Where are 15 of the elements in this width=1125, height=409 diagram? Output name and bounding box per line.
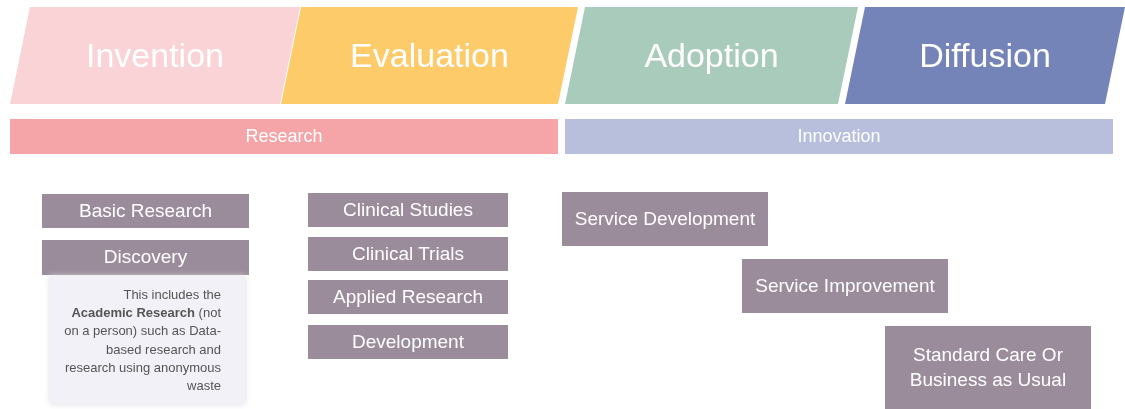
phase-band: Innovation bbox=[565, 119, 1113, 154]
stage-banner: Evaluation bbox=[281, 7, 578, 104]
stage-banner: Diffusion bbox=[845, 7, 1125, 104]
activity-box: Applied Research bbox=[308, 280, 508, 314]
activity-box: Discovery bbox=[42, 240, 249, 275]
activity-box: Service Improvement bbox=[742, 259, 948, 313]
activity-box: Clinical Trials bbox=[308, 237, 508, 271]
phase-band: Research bbox=[10, 119, 558, 154]
activity-box: Clinical Studies bbox=[308, 193, 508, 227]
activity-box: Service Development bbox=[562, 192, 768, 246]
activity-box: Development bbox=[308, 325, 508, 359]
stage-banner: Adoption bbox=[565, 7, 858, 104]
activity-box: Basic Research bbox=[42, 194, 249, 228]
activity-box: Standard Care Or Business as Usual bbox=[885, 326, 1091, 409]
note-box: This includes the Academic Research (not on a person) such as Data-based research and research using anonymous waste bbox=[50, 276, 245, 404]
